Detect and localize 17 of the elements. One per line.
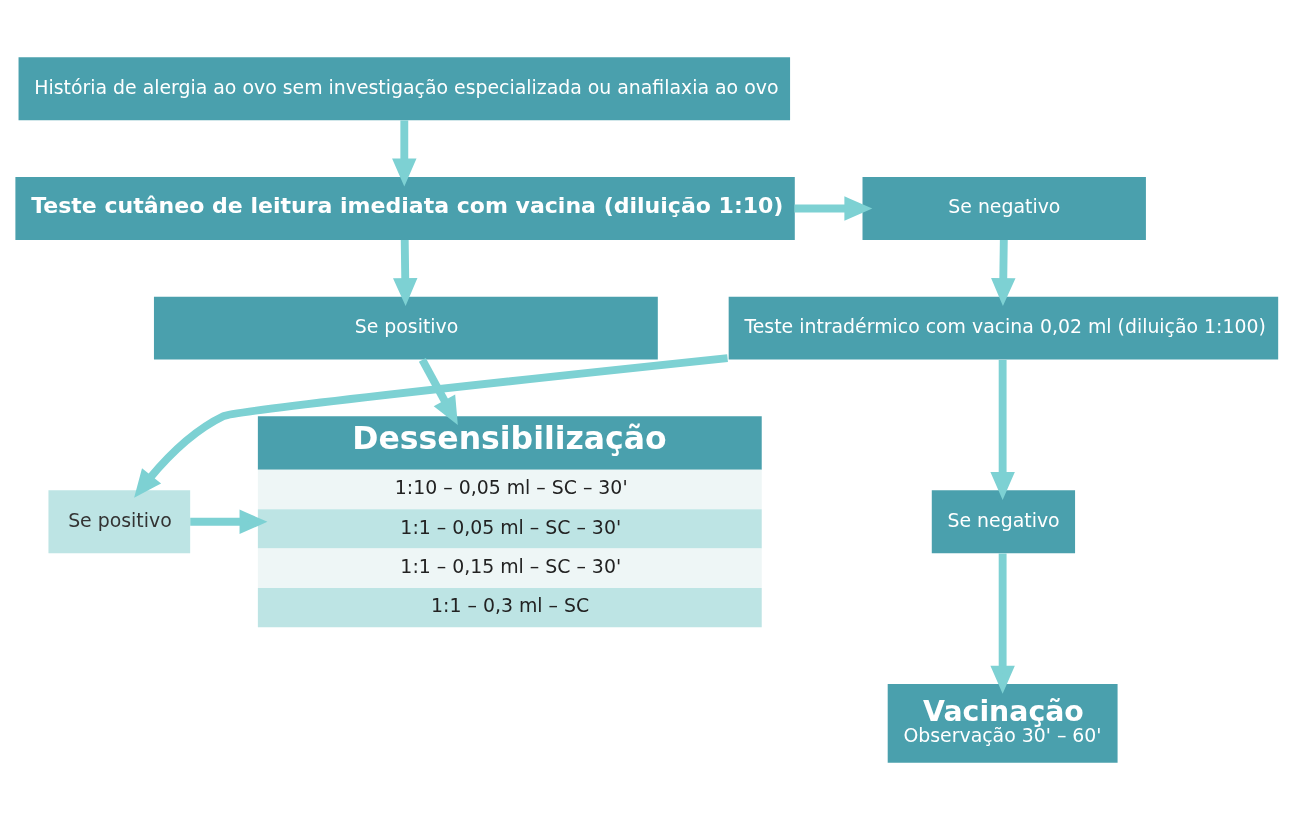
arrow bbox=[190, 509, 268, 534]
arrow bbox=[990, 359, 1015, 500]
node-box: Teste cutâneo de leitura imediata com vacina (diluição 1:10) bbox=[15, 176, 795, 240]
node-box: Teste intradérmico com vacina 0,02 ml (diluição 1:100) bbox=[728, 296, 1279, 360]
arrow bbox=[990, 553, 1015, 694]
arrow bbox=[418, 357, 458, 425]
arrow bbox=[392, 119, 417, 186]
node-box: Se positivo bbox=[153, 296, 658, 360]
arrow bbox=[991, 239, 1016, 306]
arrow bbox=[794, 195, 873, 221]
node-box: História de alergia ao ovo sem investigação especializada ou anafilaxia ao ovo bbox=[18, 56, 791, 120]
node-box: Vacinação Observação 30' – 60' bbox=[887, 683, 1118, 763]
arrow bbox=[134, 353, 728, 498]
arrow bbox=[393, 239, 418, 306]
node-box: Se negativo bbox=[931, 489, 1076, 553]
node-box: Se negativo bbox=[862, 176, 1146, 240]
node-box: Se positivo bbox=[48, 489, 191, 553]
